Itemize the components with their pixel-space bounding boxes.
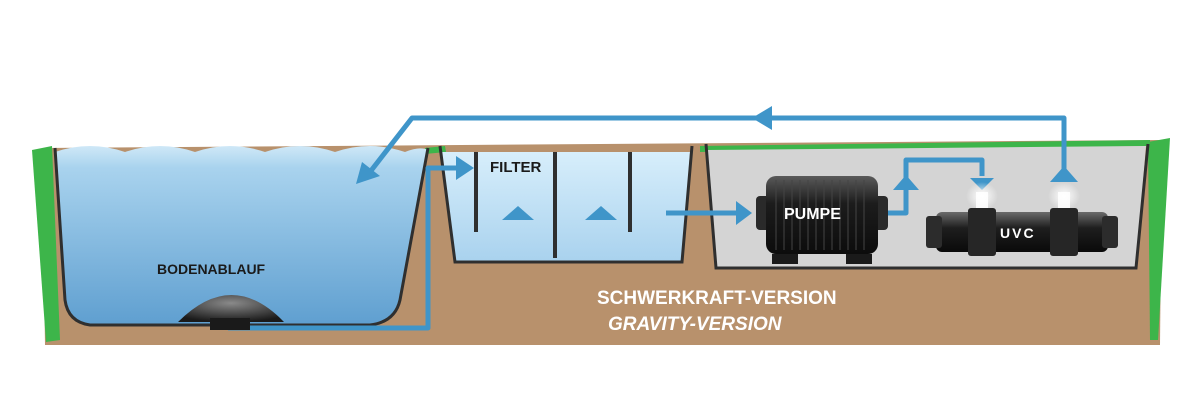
pump-to-uvc-pipe — [888, 157, 985, 216]
pump-outlet-arrow-head — [893, 175, 919, 190]
pond-water — [55, 146, 428, 325]
return-pipe — [368, 115, 1067, 176]
grass-left — [32, 146, 60, 342]
bottom-drain-label: BODENABLAUF — [157, 261, 266, 277]
uvc-device — [926, 182, 1118, 256]
filter-flow-triangle-2 — [585, 206, 617, 220]
uvc-label: UVC — [1000, 225, 1036, 241]
version-label-en: GRAVITY-VERSION — [608, 314, 783, 335]
filter-chamber-wall — [438, 145, 694, 264]
uvc-outlet-arrow-head — [1050, 166, 1078, 182]
filter-inlet-arrow-head — [456, 156, 474, 180]
filter-label: FILTER — [490, 159, 542, 176]
return-arrow-head — [752, 106, 772, 130]
pump-device — [756, 176, 888, 264]
filter-baffle-2 — [553, 152, 557, 258]
grass-top-pump — [700, 140, 1150, 152]
grass-right — [1148, 138, 1170, 340]
filter-baffle-1 — [474, 152, 478, 232]
filter-baffle-3 — [628, 152, 632, 232]
pump-inlet-arrow-head — [736, 201, 752, 225]
bottom-drain-outlet — [210, 318, 250, 330]
drain-pipe — [228, 165, 460, 331]
bottom-drain-dome — [178, 295, 284, 322]
pump-chamber-wall — [704, 143, 1150, 270]
filter-flow-triangle-1 — [502, 206, 534, 220]
pump-label: PUMPE — [784, 206, 841, 223]
filter-water — [442, 152, 690, 262]
pond-inlet-arrow-head — [356, 162, 380, 184]
version-label-de: SCHWERKRAFT-VERSION — [597, 288, 837, 309]
